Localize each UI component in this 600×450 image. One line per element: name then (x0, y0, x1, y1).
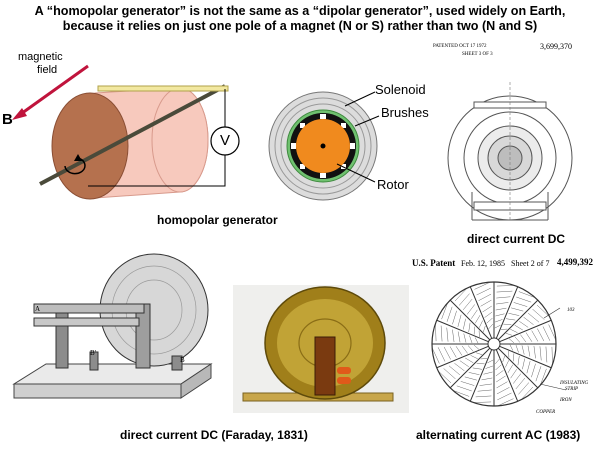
field-label: field (37, 64, 58, 76)
header-line-1: A “homopolar generator” is not the same … (34, 4, 566, 18)
magnetic-field-arrow (17, 64, 89, 118)
ref-strip: STRIP (565, 387, 579, 392)
us-patent-number: 4,499,392 (557, 257, 593, 267)
cylinder-back-face (151, 87, 209, 193)
solenoid-drawing (268, 91, 380, 201)
rotation-arrow (64, 157, 86, 175)
brushes-label: Brushes (381, 105, 429, 120)
photo-wire-2 (337, 377, 351, 384)
rotating-disk (51, 92, 129, 200)
us-patent-label: U.S. Patent (412, 258, 456, 268)
header-line-2: because it relies on just one pole of a … (62, 19, 538, 33)
faraday-label-b-prime: B' (90, 349, 96, 357)
patent-bottom-caption: alternating current AC (1983) (416, 428, 581, 442)
magnetic-label: magnetic (18, 51, 63, 63)
voltmeter-label: V (220, 132, 231, 149)
contact-bar (97, 85, 229, 92)
patent-top-drawing (447, 82, 573, 221)
faraday-label-a: A (35, 305, 41, 313)
faraday-disk-drawing (12, 253, 213, 399)
patent-sheet-label: SHEET 3 OF 3 (462, 52, 493, 57)
ref-103: 103 (567, 308, 575, 313)
photo-wire-1 (337, 367, 351, 374)
rotation-arrowhead (74, 154, 82, 161)
patent-top-caption: direct current DC (467, 232, 566, 246)
us-patent-date: Feb. 12, 1985 (461, 259, 505, 268)
disk-stand (135, 303, 151, 369)
brush-segments (291, 114, 355, 178)
patent-number: 3,699,370 (540, 42, 572, 51)
rotor-label: Rotor (377, 177, 409, 192)
photo-stand (314, 336, 336, 396)
homopolar-photo (242, 286, 394, 402)
patent-date-label: PATENTED OCT 17 1972 (433, 44, 487, 49)
solenoid-label: Solenoid (375, 82, 426, 97)
homopolar-caption: homopolar generator (157, 213, 278, 227)
horseshoe-magnet (33, 303, 145, 314)
rotor-center (320, 143, 326, 149)
faraday-label-b: B (180, 356, 185, 364)
us-patent-sheet: Sheet 2 of 7 (511, 259, 550, 268)
ac-disk-outline (431, 281, 557, 407)
photo-frame (233, 285, 409, 413)
homopolar-generator-drawing (12, 64, 240, 200)
axle (39, 84, 226, 186)
faraday-caption: direct current DC (Faraday, 1831) (120, 428, 308, 442)
ref-copper: COPPER (536, 410, 556, 415)
ref-insulating: INSULATING (560, 381, 589, 386)
circuit-wire (88, 89, 226, 187)
page-header: A “homopolar generator” is not the same … (0, 4, 600, 34)
b-label: B (2, 111, 13, 128)
ref-iron: IRON (560, 398, 572, 403)
voltmeter (210, 126, 240, 156)
ac-disk-hub (487, 337, 501, 351)
magnetic-field-arrowhead (12, 108, 27, 120)
ac-disk-drawing (431, 281, 567, 407)
ac-disk-sectors (431, 281, 557, 407)
